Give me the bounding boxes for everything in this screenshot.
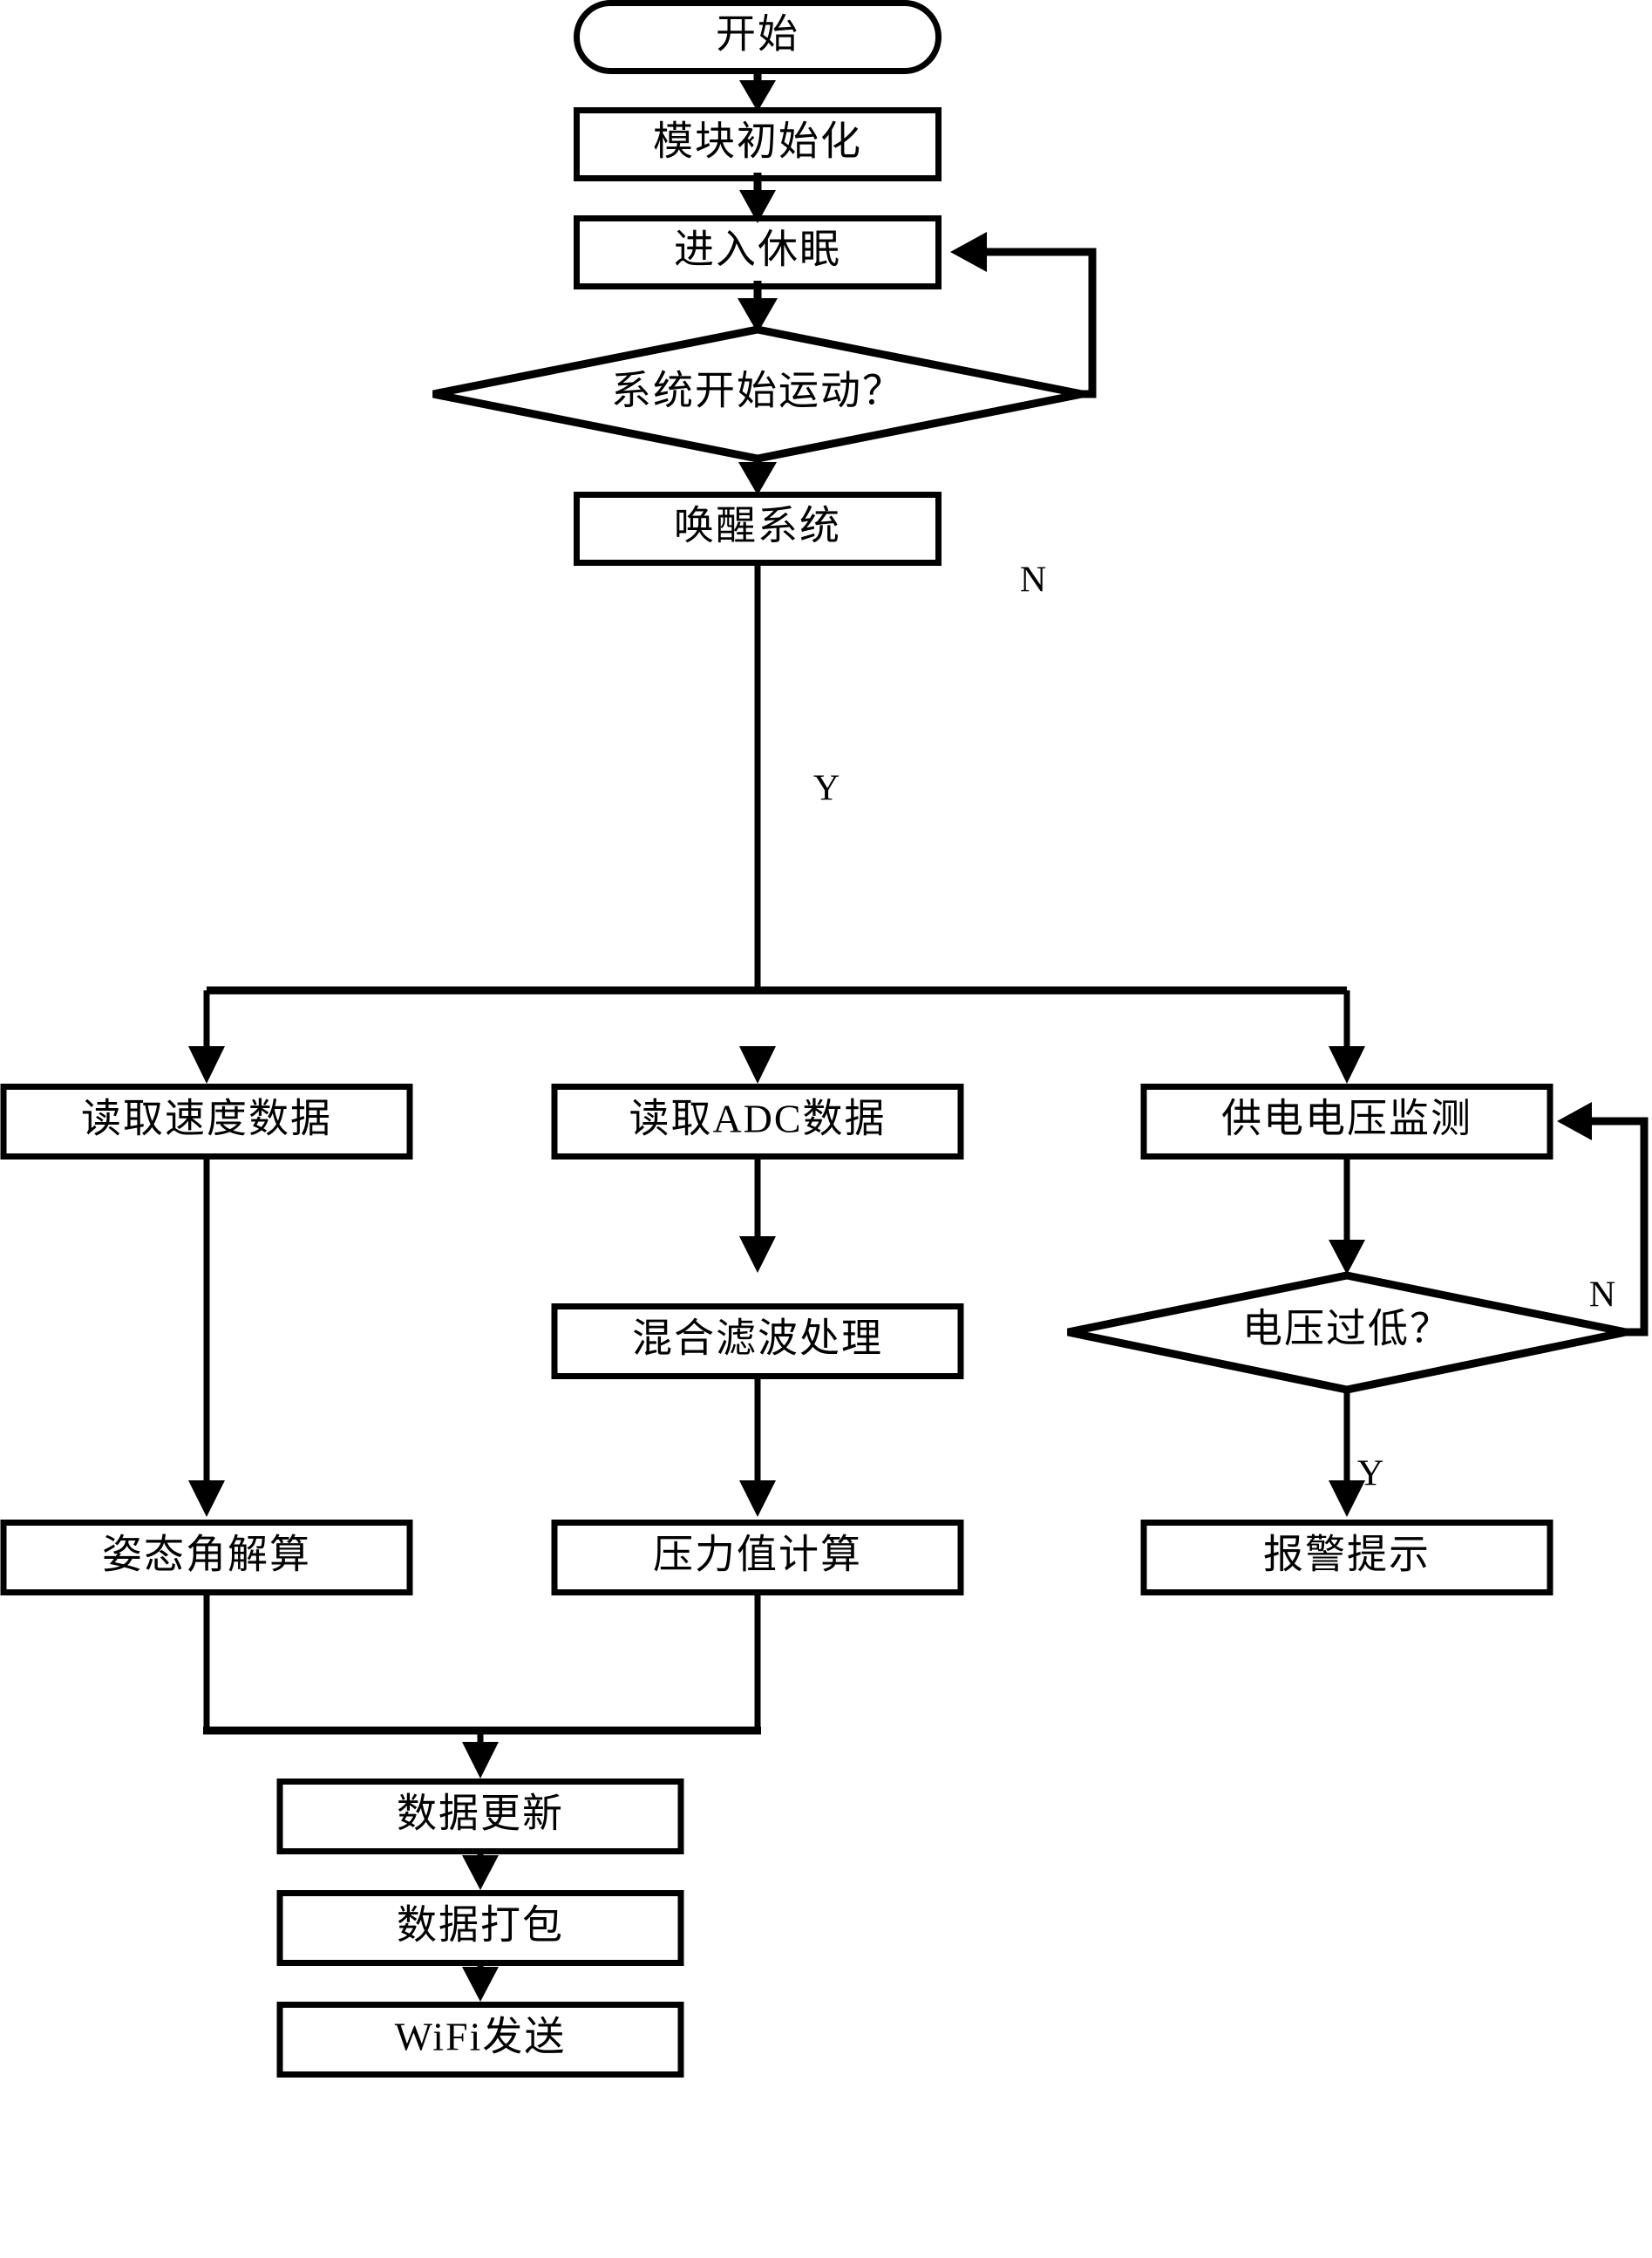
node-low-voltage-decision-label: 电压过低？ bbox=[1242, 1307, 1451, 1351]
node-start[interactable]: 开始 bbox=[574, 0, 942, 74]
edge-voltmon-to-lowvolt bbox=[1329, 1156, 1365, 1275]
edge-label-layer: N Y N Y bbox=[813, 561, 1615, 1494]
edge-readadc-to-filter bbox=[739, 1156, 776, 1273]
edge-readspeed-to-attitude bbox=[188, 1156, 225, 1517]
node-enter-sleep-label: 进入休眠 bbox=[674, 228, 841, 272]
node-wifi-send[interactable]: WiFi发送 bbox=[276, 2002, 684, 2078]
node-wake-system-label: 唤醒系统 bbox=[674, 504, 841, 548]
edge-label-motion-no: N bbox=[1020, 561, 1046, 601]
node-pressure-calc-label: 压力值计算 bbox=[653, 1533, 862, 1577]
node-wake-system[interactable]: 唤醒系统 bbox=[574, 492, 942, 566]
edge-lowvolt-yes-to-alarm bbox=[1329, 1390, 1365, 1517]
node-read-speed-data-label: 读取速度数据 bbox=[81, 1097, 332, 1141]
node-read-adc-data-label: 读取ADC数据 bbox=[629, 1097, 886, 1141]
node-data-update-label: 数据更新 bbox=[397, 1792, 564, 1836]
node-attitude-solve[interactable]: 姿态角解算 bbox=[0, 1520, 413, 1595]
node-low-voltage-decision[interactable]: 电压过低？ bbox=[1067, 1271, 1627, 1394]
edge-motion-no-loop bbox=[950, 232, 1097, 398]
node-motion-decision[interactable]: 系统开始运动？ bbox=[432, 325, 1083, 463]
node-voltage-monitor[interactable]: 供电电压监测 bbox=[1140, 1084, 1553, 1160]
node-wifi-send-label: WiFi发送 bbox=[395, 2015, 567, 2059]
edge-label-lowvolt-no: N bbox=[1589, 1275, 1615, 1316]
edge-filter-to-pressure bbox=[739, 1377, 776, 1517]
node-data-pack-label: 数据打包 bbox=[397, 1903, 564, 1948]
edge-start-to-init bbox=[739, 70, 776, 112]
edge-datapack-to-wifisend bbox=[462, 1960, 499, 2002]
node-enter-sleep[interactable]: 进入休眠 bbox=[574, 215, 942, 289]
node-module-init-label: 模块初始化 bbox=[653, 119, 862, 164]
node-read-adc-data[interactable]: 读取ADC数据 bbox=[551, 1084, 964, 1160]
node-read-speed-data[interactable]: 读取速度数据 bbox=[0, 1084, 413, 1160]
node-alarm-prompt[interactable]: 报警提示 bbox=[1140, 1520, 1553, 1595]
node-mixed-filter[interactable]: 混合滤波处理 bbox=[551, 1303, 964, 1379]
node-voltage-monitor-label: 供电电压监测 bbox=[1221, 1097, 1472, 1141]
node-module-init[interactable]: 模块初始化 bbox=[574, 107, 942, 181]
node-start-label: 开始 bbox=[716, 12, 799, 57]
edge-label-lowvolt-yes: Y bbox=[1357, 1454, 1383, 1494]
node-data-update[interactable]: 数据更新 bbox=[276, 1779, 684, 1854]
node-pressure-calc[interactable]: 压力值计算 bbox=[551, 1520, 964, 1595]
edge-merge-to-dataupdate bbox=[203, 1592, 761, 1779]
edge-wake-fork-bus bbox=[188, 562, 1365, 1084]
node-data-pack[interactable]: 数据打包 bbox=[276, 1890, 684, 1966]
node-attitude-solve-label: 姿态角解算 bbox=[102, 1533, 311, 1577]
connector-layer bbox=[188, 70, 1649, 2002]
node-motion-decision-label: 系统开始运动？ bbox=[611, 369, 904, 413]
edge-motion-yes-to-wake bbox=[738, 459, 777, 495]
edge-label-motion-yes: Y bbox=[813, 769, 840, 809]
edge-lowvolt-no-loop bbox=[1557, 1102, 1649, 1336]
node-alarm-prompt-label: 报警提示 bbox=[1263, 1533, 1431, 1577]
node-mixed-filter-label: 混合滤波处理 bbox=[632, 1316, 883, 1361]
